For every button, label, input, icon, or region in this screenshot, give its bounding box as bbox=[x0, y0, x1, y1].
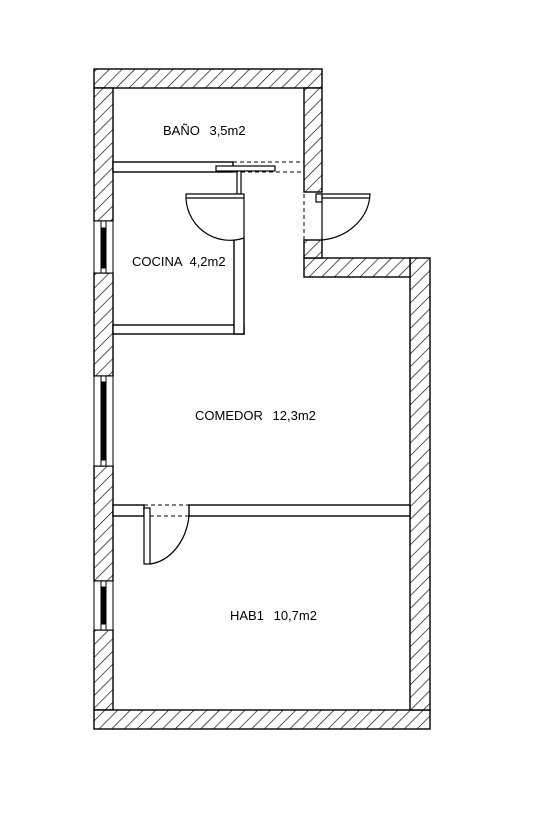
bath-door-leaf bbox=[215, 165, 276, 172]
label-comedor: COMEDOR 12,3m2 bbox=[195, 408, 316, 423]
label-cocina: COCINA 4,2m2 bbox=[132, 254, 226, 269]
bedroom-door-leaf bbox=[143, 507, 151, 565]
window-bedroom bbox=[93, 580, 114, 631]
label-bano: BAÑO 3,5m2 bbox=[163, 123, 246, 138]
bedroom-door-swing bbox=[149, 515, 190, 565]
windows bbox=[93, 220, 114, 631]
room-labels: BAÑO 3,5m2 COCINA 4,2m2 COMEDOR 12,3m2 H… bbox=[132, 123, 317, 623]
window-kitchen bbox=[93, 220, 114, 274]
window-dining bbox=[93, 375, 114, 467]
entrance-door-swing bbox=[316, 193, 371, 241]
interior-walls bbox=[112, 161, 411, 517]
label-hab1: HAB1 10,7m2 bbox=[230, 608, 317, 623]
doors bbox=[143, 165, 371, 565]
exterior-walls bbox=[93, 68, 431, 730]
kitchen-door-swing bbox=[185, 193, 245, 241]
